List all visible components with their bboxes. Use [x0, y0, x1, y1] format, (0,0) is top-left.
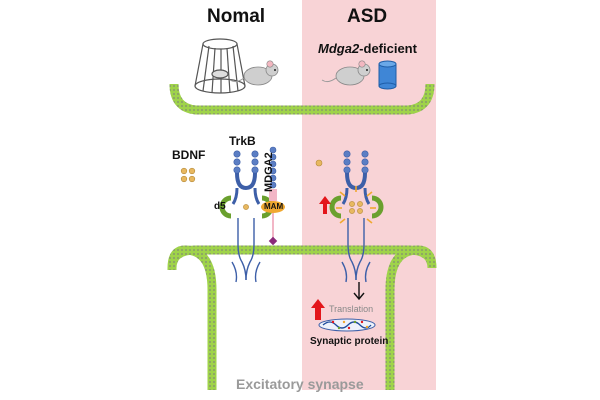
mdga2-label: MDGA2: [263, 152, 275, 192]
bdnf-label: BDNF: [172, 148, 206, 162]
tube-icon: [378, 60, 397, 90]
red-up-arrow-icon: [319, 196, 331, 214]
asd-panel-subtitle: Mdga2-deficient: [318, 41, 417, 56]
mdga2-protein: [261, 146, 285, 246]
mam-label: MAM: [264, 202, 284, 211]
normal-panel-title: Nomal: [207, 6, 266, 27]
cage-icon: [194, 38, 246, 94]
asd-panel-title: ASD: [347, 6, 388, 27]
mam-domain: [261, 201, 285, 213]
subtitle-suffix: -deficient: [359, 41, 417, 56]
presynaptic-membrane: [169, 83, 435, 115]
bdnf-particles: [180, 167, 196, 183]
mouse-icon: [321, 60, 371, 86]
red-up-arrow-icon: [311, 299, 325, 320]
translation-label: Translation: [329, 304, 374, 314]
postsynaptic-membrane: [167, 245, 437, 390]
d5-label: d5: [214, 201, 226, 212]
excitatory-synapse-footer: Excitatory synapse: [236, 376, 364, 392]
downstream-arrow: [353, 282, 365, 301]
gene-name: Mdga2: [318, 41, 360, 56]
trkb-receptor-asd: [329, 150, 384, 283]
ribosome-mrna-icon: [318, 318, 376, 332]
synaptic-protein-label: Synaptic protein: [310, 336, 389, 347]
trkb-receptor-normal: [219, 150, 274, 283]
mouse-icon: [229, 60, 279, 86]
bdnf-particle: [315, 159, 323, 167]
trkb-label: TrkB: [229, 134, 256, 148]
